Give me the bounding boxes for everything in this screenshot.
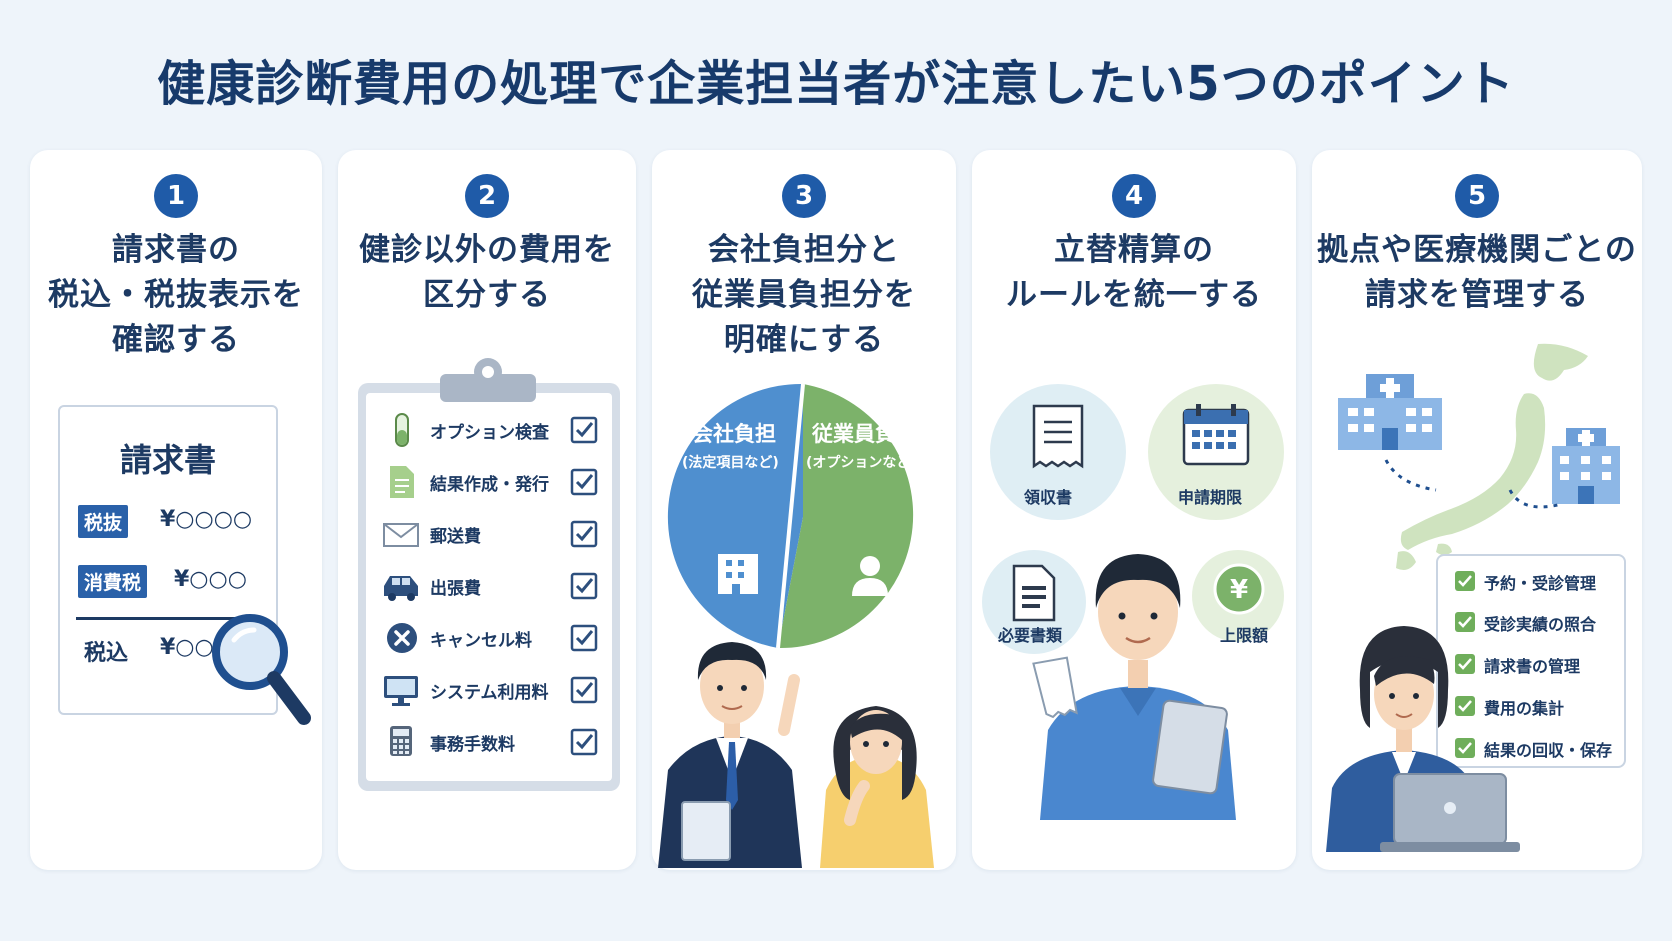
checklist-item-label: システム利用料 <box>430 683 549 703</box>
employee-with-receipt-illustration <box>1032 554 1236 820</box>
point-heading: 会社負担分と 従業員負担分を 明確にする <box>692 232 916 358</box>
checklist-item-label: 出張費 <box>430 579 481 599</box>
checkbox-checked-icon <box>570 572 598 600</box>
employee-share-note: (オプションなど) <box>806 455 917 471</box>
car-icon <box>384 576 418 601</box>
checklist-item-label: 事務手数料 <box>430 735 515 755</box>
check-square-icon <box>1455 571 1475 591</box>
person-icon <box>852 556 888 596</box>
test-tube-icon <box>395 413 409 447</box>
check-square-icon <box>1455 738 1475 758</box>
step-number-badge: 5 <box>1455 174 1499 218</box>
consumption-tax-tag: 消費税 <box>78 565 148 598</box>
page-title: 健康診断費用の処理で企業担当者が注意したい5つのポイント <box>157 56 1515 112</box>
envelope-icon <box>383 523 419 547</box>
hospital-icon <box>1338 374 1442 450</box>
step-number-badge: 1 <box>154 174 198 218</box>
japan-map-illustration <box>1396 343 1588 570</box>
point-heading: 立替精算の ルールを統一する <box>1006 232 1262 313</box>
checkbox-checked-icon <box>570 624 598 652</box>
svg-text:¥: ¥ <box>1230 575 1248 605</box>
checkbox-checked-icon <box>570 676 598 704</box>
calculator-icon <box>390 726 412 756</box>
required-documents-label: 必要書類 <box>998 626 1063 645</box>
point-heading: 健診以外の費用を 区分する <box>359 232 615 313</box>
management-item-label: 受診実績の照合 <box>1484 615 1597 634</box>
step-number-badge: 4 <box>1112 174 1156 218</box>
business-people-illustration <box>658 642 934 868</box>
magnifier-icon <box>212 614 311 725</box>
company-share-note: (法定項目など) <box>682 455 779 471</box>
management-item-label: 費用の集計 <box>1484 699 1565 718</box>
tax-excluded-amount: ¥○○○○ <box>160 507 253 532</box>
checkbox-checked-icon <box>570 416 598 444</box>
building-icon <box>718 554 758 594</box>
point-card-1: 1 請求書の 税込・税抜表示を 確認する 請求書 税抜 ¥○○○○ 消費税 ¥○… <box>30 150 322 870</box>
management-item-label: 請求書の管理 <box>1484 657 1581 676</box>
receipt-icon <box>1032 404 1084 469</box>
clipboard-clip-icon <box>440 358 536 402</box>
consumption-tax-amount: ¥○○○ <box>174 567 247 592</box>
check-square-icon <box>1455 654 1475 674</box>
hospital-icon <box>1552 428 1620 504</box>
checklist-item-label: オプション検査 <box>430 423 549 443</box>
connection-dotted-lines <box>1384 459 1563 509</box>
receipt-label: 領収書 <box>1024 488 1073 507</box>
check-square-icon <box>1455 696 1475 716</box>
monitor-icon <box>384 676 418 706</box>
point-card-2: 2 健診以外の費用を 区分する <box>338 150 636 870</box>
checkbox-checked-icon <box>570 520 598 548</box>
tax-included-label: 税込 <box>84 641 129 666</box>
checkbox-checked-icon <box>570 468 598 496</box>
document-icon <box>1012 564 1056 622</box>
management-item-label: 結果の回収・保存 <box>1484 741 1613 760</box>
cost-split-pie <box>667 383 914 649</box>
point-card-5: 5 拠点や医療機関ごとの 請求を管理する <box>1312 150 1642 870</box>
document-icon <box>390 466 414 498</box>
invoice-document: 請求書 税抜 ¥○○○○ 消費税 ¥○○○ 税込 ¥○○○○ <box>58 405 278 715</box>
woman-with-laptop-illustration <box>1326 626 1520 852</box>
calendar-icon <box>1182 404 1250 466</box>
company-share-label: 会社負担 <box>692 422 776 446</box>
employee-share-label: 従業員負担 <box>812 422 917 446</box>
point-card-3: 3 会社負担分と 従業員負担分を 明確にする 会社負担 (法定項目など) 従業員… <box>652 150 956 870</box>
yen-coin-icon: ¥ <box>1213 563 1265 615</box>
checklist-item-label: 結果作成・発行 <box>430 475 549 495</box>
invoice-divider <box>76 617 248 620</box>
step-number-badge: 3 <box>782 174 826 218</box>
cancel-icon <box>387 623 417 653</box>
management-item-label: 予約・受診管理 <box>1484 574 1597 593</box>
limit-amount-label: 上限額 <box>1220 626 1269 645</box>
point-card-4: 4 立替精算の ルールを統一する 領収書 申請期限 必要書類 ¥ 上限額 <box>972 150 1296 870</box>
step-number-badge: 2 <box>465 174 509 218</box>
invoice-title: 請求書 <box>119 441 216 479</box>
checklist-item-label: キャンセル料 <box>430 631 532 651</box>
checklist-item-label: 郵送費 <box>430 527 481 547</box>
deadline-label: 申請期限 <box>1178 488 1243 507</box>
tax-excluded-tag: 税抜 <box>78 505 129 538</box>
company-share-slice <box>667 383 803 648</box>
checkbox-checked-icon <box>570 728 598 756</box>
point-heading: 請求書の 税込・税抜表示を 確認する <box>48 232 304 358</box>
point-heading: 拠点や医療機関ごとの 請求を管理する <box>1317 232 1637 313</box>
check-square-icon <box>1455 612 1475 632</box>
